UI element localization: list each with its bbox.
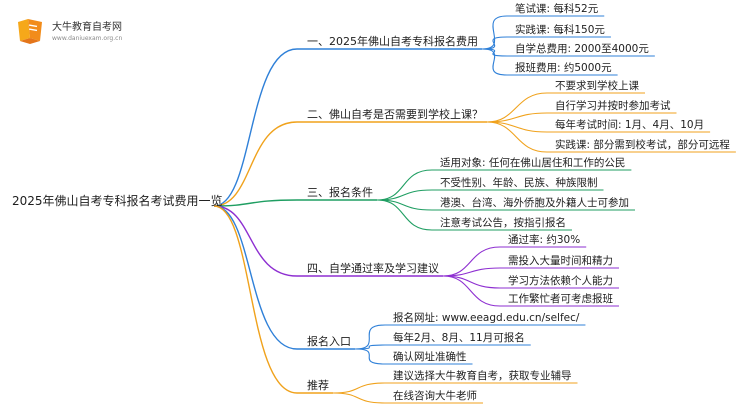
leaf-label: 学习方法依赖个人能力 <box>508 274 613 287</box>
leaf-label: 工作繁忙者可考虑报班 <box>508 292 613 305</box>
leaf-label: 实践课: 每科150元 <box>515 23 605 36</box>
leaf-label: 实践课: 部分需到校考试，部分可远程 <box>555 138 730 151</box>
leaf-connector <box>354 324 386 350</box>
leaf-label: 不要求到学校上课 <box>555 79 639 92</box>
root-label: 2025年佛山自考专科报名考试费用一览 <box>12 193 223 208</box>
node-underlines <box>297 15 736 404</box>
branch-connector <box>213 121 298 207</box>
leaf-label: 注意考试公告，按指引报名 <box>440 216 566 229</box>
leaf-connector <box>376 199 433 211</box>
leaf-connector <box>354 348 386 365</box>
logo: 大牛教育自考网 www.daniuexam.org.cn <box>14 14 154 48</box>
leaf-connector <box>376 199 433 231</box>
logo-url: www.daniuexam.org.cn <box>52 35 123 42</box>
branch-label: 一、2025年佛山自考专科报名费用 <box>307 34 478 48</box>
branch-label: 推荐 <box>307 378 329 392</box>
branch-connector <box>213 205 298 394</box>
leaf-connector <box>481 48 508 76</box>
branch-label: 四、自学通过率及学习建议 <box>307 261 439 275</box>
book-logo-icon <box>18 19 42 44</box>
leaf-label: 需投入大量时间和精力 <box>508 254 613 267</box>
leaf-connector <box>481 36 508 50</box>
leaf-connector <box>332 392 386 404</box>
leaf-connector <box>332 382 386 394</box>
leaf-label: 报名网址: www.eeagd.edu.cn/selfec/ <box>393 311 580 324</box>
leaf-connector <box>481 15 508 50</box>
branch-label: 三、报名条件 <box>307 185 373 199</box>
leaf-label: 报班费用: 约5000元 <box>515 61 612 74</box>
node-labels: 2025年佛山自考专科报名考试费用一览 一、2025年佛山自考专科报名费用 笔试课:… <box>12 2 730 402</box>
branch-connector <box>213 48 298 207</box>
leaf-connector <box>486 121 548 153</box>
leaf-connector <box>442 275 501 289</box>
leaf-connector <box>376 169 433 201</box>
branch-connector <box>213 205 298 350</box>
branch-label: 报名入口 <box>307 334 351 348</box>
connector-lines <box>213 15 548 404</box>
leaf-label: 确认网址准确性 <box>393 350 467 363</box>
leaf-connector <box>486 112 548 123</box>
logo-title: 大牛教育自考网 <box>52 22 122 33</box>
branch-connector <box>213 199 298 207</box>
leaf-label: 在线咨询大牛老师 <box>393 389 477 402</box>
leaf-label: 自学总费用: 2000至4000元 <box>515 42 649 55</box>
leaf-connector <box>442 275 501 307</box>
leaf-label: 笔试课: 每科52元 <box>515 2 599 15</box>
leaf-label: 通过率: 约30% <box>508 233 580 246</box>
leaf-label: 建议选择大牛教育自考，获取专业辅导 <box>393 369 572 382</box>
branch-label: 二、佛山自考是否需要到学校上课？ <box>307 107 483 121</box>
leaf-label: 适用对象: 任何在佛山居住和工作的公民 <box>440 156 625 169</box>
leaf-label: 每年2月、8月、11月可报名 <box>393 331 525 344</box>
leaf-label: 每年考试时间: 1月、4月、10月 <box>555 118 704 131</box>
leaf-label: 自行学习并按时参加考试 <box>555 99 671 112</box>
leaf-connector <box>376 189 433 201</box>
leaf-label: 港澳、台湾、海外侨胞及外籍人士可参加 <box>440 196 629 209</box>
leaf-label: 不受性别、年龄、民族、种族限制 <box>440 176 598 189</box>
branch-connector <box>213 205 298 277</box>
